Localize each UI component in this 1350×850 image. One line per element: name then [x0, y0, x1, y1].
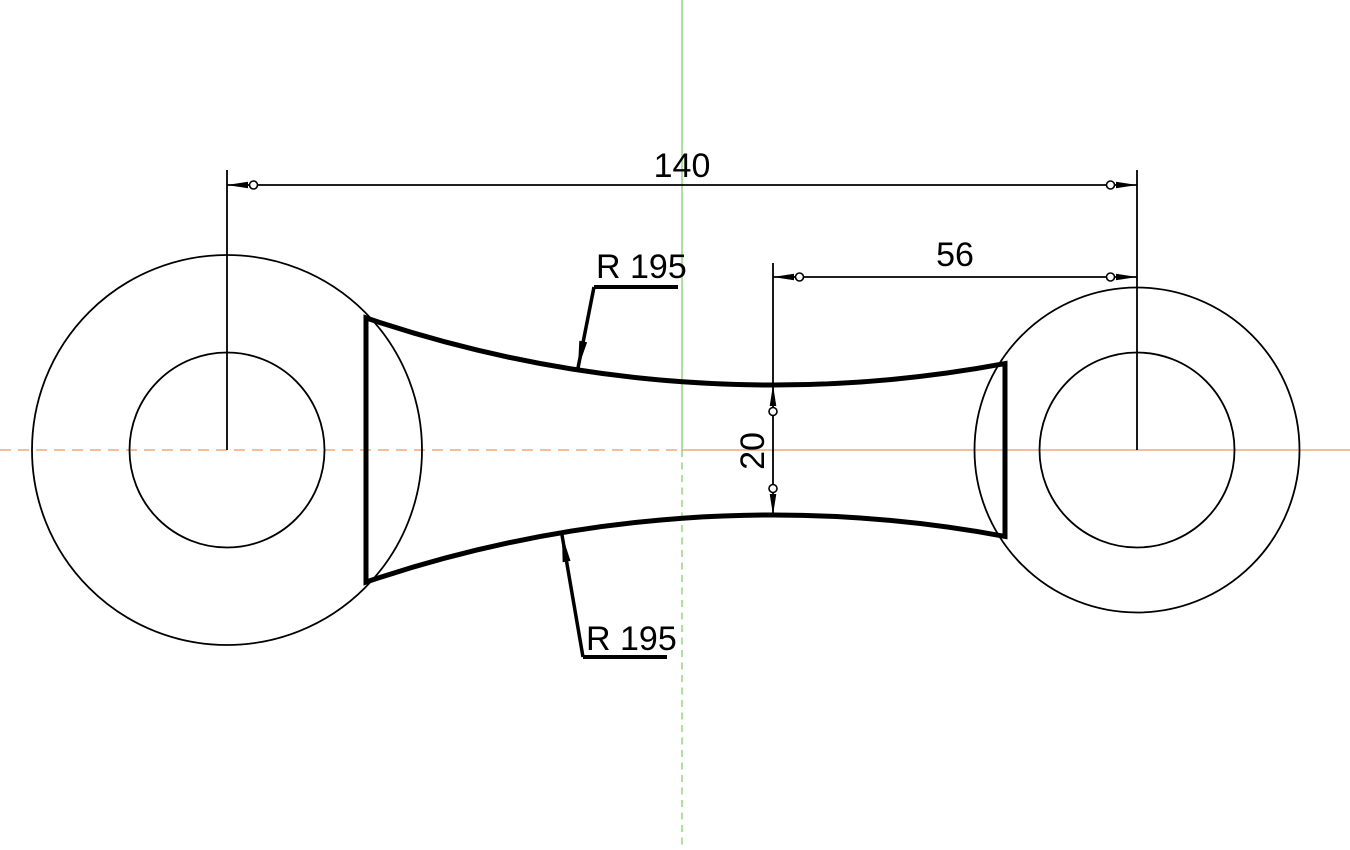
radius-top-leader	[576, 286, 596, 369]
rod-waist-outline	[363, 314, 1008, 586]
dim-140-label: 140	[654, 147, 711, 185]
radius-bottom-leader	[560, 534, 585, 658]
dim-20-label: 20	[734, 432, 772, 470]
radius-bottom-label: R 195	[586, 620, 677, 658]
radius-top-label: R 195	[596, 248, 687, 286]
dim-56-label: 56	[936, 236, 974, 274]
